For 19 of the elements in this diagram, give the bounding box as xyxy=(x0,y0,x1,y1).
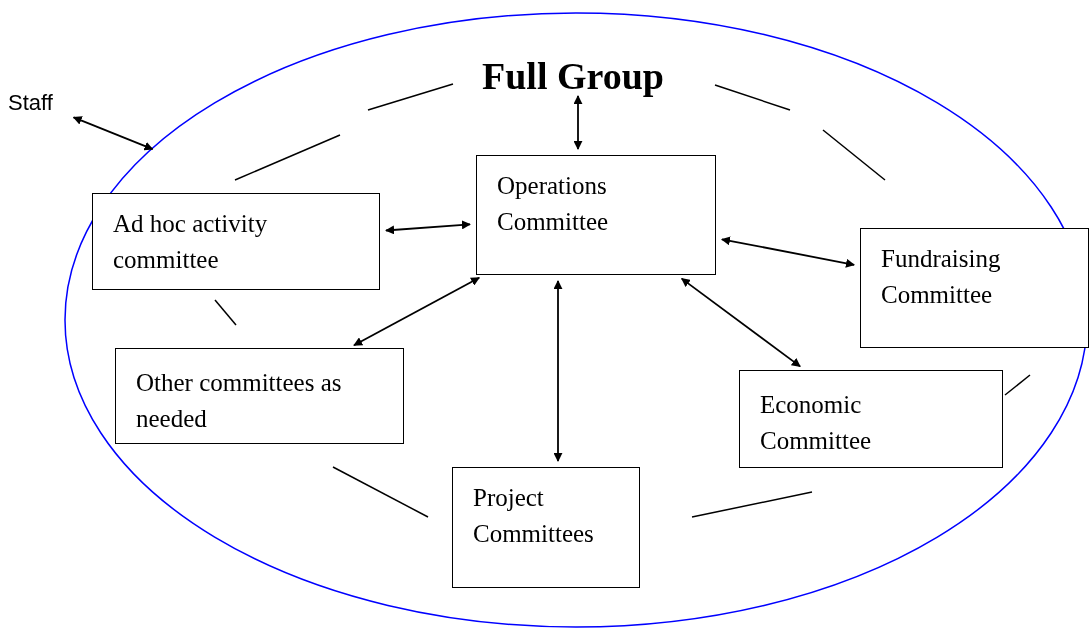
committee-name: Project Committees xyxy=(473,483,595,549)
committee-box xyxy=(452,467,640,588)
double-arrow xyxy=(353,276,481,347)
committee-name: Fundraising Committee xyxy=(881,244,1002,310)
committee-name: Operations Committee xyxy=(497,171,610,237)
committee-box xyxy=(476,155,716,275)
double-arrow xyxy=(573,95,583,150)
double-arrow xyxy=(385,220,471,235)
committee-name: Other committees as needed xyxy=(136,368,343,434)
double-arrow xyxy=(553,280,563,462)
committee-name: Economic Committee xyxy=(760,390,873,456)
staff-label: Staff xyxy=(8,88,68,118)
double-arrow xyxy=(680,277,801,368)
double-arrow xyxy=(72,116,154,151)
double-arrow xyxy=(721,236,855,268)
committee-box xyxy=(115,348,404,444)
group-title: Full Group xyxy=(466,54,680,98)
committee-box xyxy=(739,370,1003,468)
committee-name: Ad hoc activity committee xyxy=(113,209,269,275)
